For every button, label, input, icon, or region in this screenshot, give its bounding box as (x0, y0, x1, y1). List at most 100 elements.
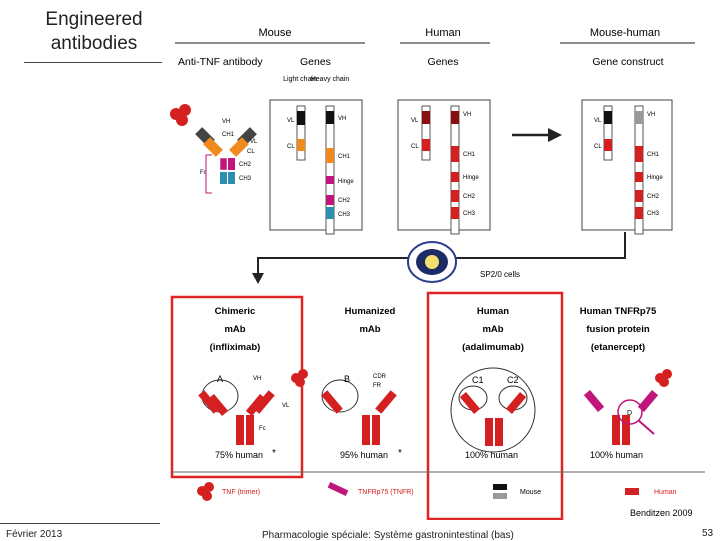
mouse-ab-ch1: CH1 (222, 132, 235, 138)
product-d-line2: fusion protein (586, 324, 650, 335)
human-gene-vh: VH (463, 112, 471, 118)
product-b-pct: 95% human (340, 450, 388, 460)
product-d-line1: Human TNFRp75 (580, 306, 657, 317)
cell-line-label: SP2/0 cells (480, 270, 520, 279)
construct-gene-hinge: Hinge (647, 175, 663, 181)
human-heavy-chain-gene (450, 105, 460, 235)
product-c-line3: (adalimumab) (462, 342, 524, 353)
product-b-letter: B (344, 374, 350, 384)
mouse-gene-ch1: CH1 (338, 154, 351, 160)
human-antibody-icon (450, 367, 536, 453)
human-gene-ch3: CH3 (463, 211, 476, 217)
mouse-heavy-chain-gene (325, 105, 335, 235)
mouse-ab-vl: VL (250, 139, 258, 145)
figure-credit: Benditzen 2009 (630, 508, 693, 518)
product-a-line2: mAb (224, 324, 245, 335)
product-b-line2: mAb (359, 324, 380, 335)
highlight-human-mab (426, 291, 564, 521)
construct-light-chain-gene (603, 105, 613, 161)
product-a-fc: Fc (259, 426, 266, 432)
human-gene-ch2: CH2 (463, 194, 476, 200)
product-a-vl: VL (282, 403, 290, 409)
construct-gene-vh: VH (647, 112, 655, 118)
subheader-genes-human: Genes (428, 56, 459, 68)
human-gene-vl: VL (411, 118, 419, 124)
product-d-letter: D (627, 410, 632, 417)
mouse-ab-ch3: CH3 (239, 176, 252, 182)
mouse-light-chain-gene (296, 105, 306, 161)
human-gene-ch1: CH1 (463, 152, 476, 158)
human-light-chain-gene (421, 105, 431, 161)
sp2o-cell-icon (407, 241, 457, 283)
product-a-line3: (infliximab) (210, 342, 261, 353)
product-c-pct: 100% human (465, 450, 518, 460)
product-d-pct: 100% human (590, 450, 643, 460)
mouse-gene-vh: VH (338, 116, 346, 122)
product-a-letter: A (217, 374, 223, 384)
header-mouse: Mouse (258, 27, 291, 39)
product-a-pct: 75% human (215, 450, 263, 460)
construct-arrowhead (548, 128, 562, 142)
tnf-trimer-icon (170, 104, 191, 126)
light-chain-label: Light chain (283, 76, 317, 83)
construct-heavy-chain-gene (634, 105, 644, 235)
slide-title-line1: Engineered (45, 9, 143, 30)
mouse-ab-ch2: CH2 (239, 162, 252, 168)
product-a-line1: Chimeric (215, 306, 256, 317)
asterisk-a: * (272, 448, 276, 459)
footer-course: Pharmacologie spéciale: Système gastroni… (262, 530, 514, 541)
subheader-genes-mouse: Genes (300, 56, 331, 68)
header-mouse-human: Mouse-human (590, 27, 660, 39)
humanized-antibody-icon (321, 379, 397, 445)
legend-mouse: Mouse (520, 489, 541, 496)
human-gene-cl: CL (411, 144, 419, 150)
subheader-gene-construct: Gene construct (592, 56, 663, 68)
mouse-antibody-icon (195, 127, 257, 184)
legend-mouse-swatch-black (493, 484, 507, 490)
header-human: Human (425, 27, 460, 39)
mouse-genes-box (269, 99, 363, 231)
product-c-line1: Human (477, 306, 509, 317)
construct-gene-ch2: CH2 (647, 194, 660, 200)
legend-human-swatch (625, 488, 639, 495)
mouse-ab-cl: CL (247, 149, 255, 155)
slide-title: Engineered antibodies (24, 8, 164, 56)
legend-mouse-swatch-grey (493, 493, 507, 499)
mouse-ab-vh: VH (222, 119, 230, 125)
highlight-chimeric (170, 295, 304, 479)
construct-gene-ch1: CH1 (647, 152, 660, 158)
slide-title-line2: antibodies (50, 33, 138, 54)
human-genes-box (397, 99, 491, 231)
footer-date: Février 2013 (6, 529, 63, 540)
antibody-figure: Mouse Human Mouse-human Anti-TNF antibod… (160, 10, 715, 521)
construct-gene-cl: CL (594, 144, 602, 150)
product-c1-letter: C1 (472, 375, 484, 385)
fusion-protein-icon (583, 369, 672, 445)
legend-human: Human (654, 489, 677, 496)
mouse-gene-cl: CL (287, 144, 295, 150)
human-gene-hinge: Hinge (463, 175, 479, 181)
legend-tnfr: TNFRp75 (TNFR) (358, 489, 414, 496)
chimeric-antibody-icon (198, 369, 308, 445)
title-divider (24, 62, 162, 63)
construct-gene-vl: VL (594, 118, 602, 124)
legend-tnf: TNF (trimer) (222, 489, 260, 496)
asterisk-b: * (398, 448, 402, 459)
footer-divider (0, 523, 160, 524)
mouse-gene-ch2: CH2 (338, 198, 351, 204)
mouse-gene-vl: VL (287, 118, 295, 124)
legend-tnfr-icon (327, 482, 349, 496)
subheader-anti-tnf: Anti-TNF antibody (178, 56, 263, 68)
product-b-cdr: CDR (373, 374, 387, 380)
legend-tnf-icon (197, 482, 214, 501)
fc-bracket (205, 154, 212, 194)
product-c2-letter: C2 (507, 375, 519, 385)
construct-gene-ch3: CH3 (647, 211, 660, 217)
mouse-ab-fc: Fc (200, 170, 207, 176)
mouse-gene-ch3: CH3 (338, 212, 351, 218)
heavy-chain-label: Heavy chain (311, 76, 350, 83)
product-a-vh: VH (253, 376, 261, 382)
page-number: 53 (702, 528, 714, 539)
product-c-line2: mAb (482, 324, 503, 335)
product-b-fr: FR (373, 383, 382, 389)
